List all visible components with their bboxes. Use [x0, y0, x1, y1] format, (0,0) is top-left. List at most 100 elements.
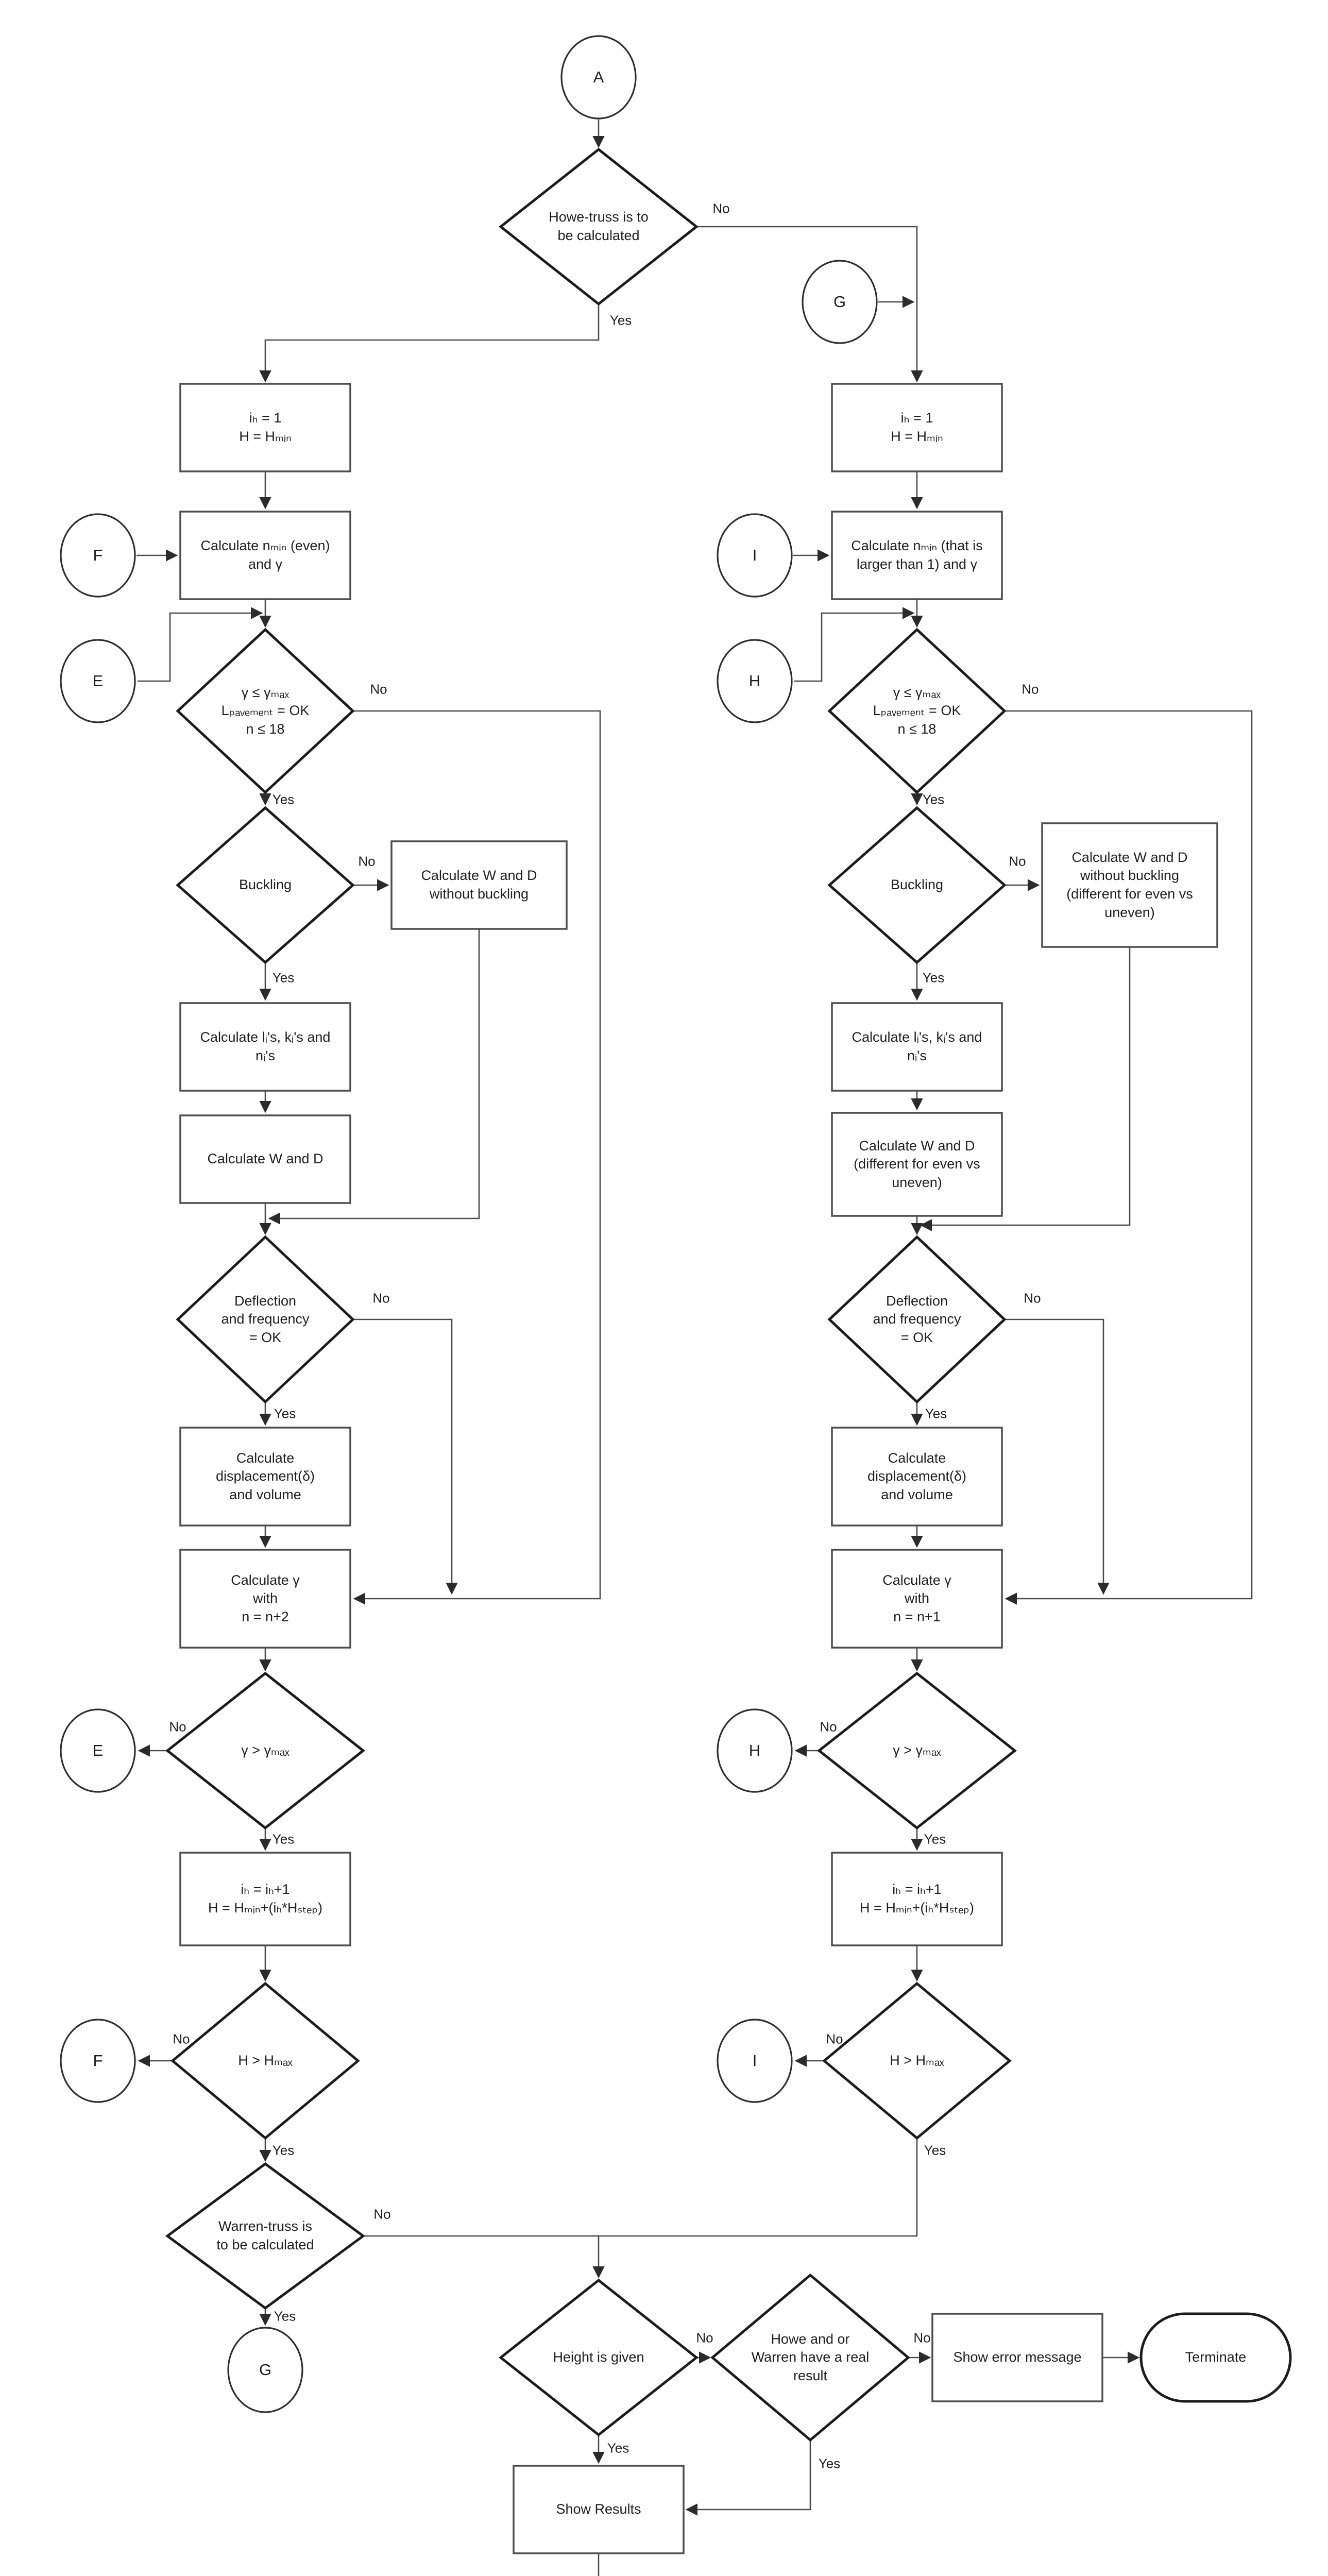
box-right-calc-wd: [831, 1112, 1003, 1217]
connector-i-label: I: [752, 546, 757, 564]
decision-diamonds: [165, 147, 1017, 2442]
box-right-increment: [831, 1852, 1003, 1946]
connector-a-label: A: [593, 67, 604, 86]
connector-h2-label: H: [748, 1741, 761, 1759]
connector-g-right-label: G: [833, 292, 846, 311]
edge-label-r-hmax-no: No: [826, 2031, 843, 2047]
diamond-right-hmax: [822, 1981, 1012, 2140]
box-show-error: [931, 2313, 1103, 2402]
decision-left-gamma-check: γ ≤ γₘₐₓ Lₚₐᵥₑₘₑₙₜ = OK n ≤ 18: [221, 684, 310, 737]
terminators: [1139, 2312, 1292, 2403]
diamond-warren: [165, 2162, 366, 2310]
edge-h-join: [794, 607, 915, 682]
circle-a: [560, 35, 637, 120]
box-right-init: [831, 383, 1003, 472]
box-left-calc-lkn: [179, 1002, 351, 1092]
connector-g2-label: G: [259, 2360, 272, 2379]
process-left-wd-no-buckling: Calculate W and D without buckling: [421, 868, 537, 902]
decision-left-gamma-max: γ > γₘₐₓ: [241, 1742, 290, 1758]
edge-label-l-gcheck-no: No: [370, 681, 387, 697]
diamond-howe: [498, 147, 699, 306]
process-right-init: iₕ = 1 H = Hₘᵢₙ: [891, 410, 943, 444]
process-left-increment: iₕ = iₕ+1 H = Hₘᵢₙ+(iₕ*Hₛₜₑₚ): [208, 1882, 322, 1916]
edge-l-defl-no: [353, 1318, 458, 1595]
edge-result-yes: [685, 2440, 811, 2516]
edge-label-r-defl-yes: Yes: [925, 1405, 947, 1421]
edge-label-l-gmax-no: No: [169, 1719, 186, 1735]
decision-right-gamma-check: γ ≤ γₘₐₓ Lₚₐᵥₑₘₑₙₜ = OK n ≤ 18: [873, 684, 961, 737]
circle-f2: [60, 2019, 136, 2103]
connector-e-label: E: [92, 671, 104, 690]
terminator-right-label: Terminate: [1185, 2349, 1247, 2365]
diamond-right-buckling: [827, 806, 1007, 964]
circle-i2: [717, 2019, 793, 2103]
process-left-calc-wd: Calculate W and D: [207, 1151, 324, 1167]
box-left-wd-no-buckling: [390, 840, 568, 930]
diamond-right-deflection: [827, 1235, 1007, 1404]
process-right-calc-gamma: Calculate γ with n = n+1: [882, 1572, 951, 1624]
edge-label-warren-yes: Yes: [274, 2308, 296, 2324]
edge-label-howe-no: No: [712, 200, 730, 216]
edge-label-l-gcheck-yes: Yes: [272, 791, 295, 807]
decision-left-deflection: Deflection and frequency = OK: [221, 1293, 310, 1345]
decision-warren: Warren-truss is to be calculated: [216, 2218, 314, 2252]
edge-label-height-no: No: [696, 2330, 713, 2346]
edge-l-gcheck-no-loop: [353, 710, 601, 1605]
edge-label-warren-no: No: [373, 2206, 391, 2222]
process-right-increment: iₕ = iₕ+1 H = Hₘᵢₙ+(iₕ*Hₛₜₑₚ): [860, 1882, 974, 1916]
circle-h2: [717, 1708, 793, 1793]
decision-left-hmax: H > Hₘₐₓ: [238, 2053, 293, 2069]
process-left-calc-disp: Calculate displacement(δ) and volume: [215, 1450, 315, 1502]
process-right-calc-nmin: Calculate nₘᵢₙ (that is larger than 1) a…: [851, 538, 983, 572]
process-right-calc-lkn: Calculate lᵢ's, kᵢ's and nᵢ's: [852, 1029, 982, 1063]
process-left-calc-nmin: Calculate nₘᵢₙ (even) and γ: [200, 538, 330, 572]
box-left-calc-wd: [179, 1114, 351, 1204]
diamond-result-real: [710, 2273, 910, 2442]
connector-circles: [60, 35, 878, 2413]
diamond-right-gamma-max: [816, 1671, 1017, 1830]
box-right-wd-no-buckling: [1041, 822, 1218, 948]
edge-label-r-hmax-yes: Yes: [924, 2142, 946, 2158]
edge-e-join: [138, 607, 263, 682]
circle-e: [60, 639, 136, 723]
edge-label-r-defl-no: No: [1024, 1290, 1041, 1306]
edge-r-nobuck-bypass: [920, 947, 1131, 1231]
edge-label-l-hmax-no: No: [173, 2031, 190, 2047]
edge-label-height-yes: Yes: [607, 2440, 629, 2456]
diamond-left-gamma-check: [176, 628, 355, 794]
diamond-left-hmax: [171, 1981, 360, 2140]
connector-h-label: H: [748, 671, 761, 690]
edge-howe-no: [696, 226, 923, 383]
edge-label-l-gmax-yes: Yes: [272, 1831, 295, 1847]
edge-label-r-gmax-no: No: [820, 1719, 837, 1735]
decision-left-buckling: Buckling: [239, 877, 292, 893]
edge-label-l-defl-no: No: [372, 1290, 390, 1306]
flow-edges: [137, 120, 1253, 2576]
process-left-init: iₕ = 1 H = Hₘᵢₙ: [239, 410, 292, 444]
process-left-calc-lkn: Calculate lᵢ's, kᵢ's and nᵢ's: [200, 1029, 331, 1063]
edge-label-result-yes: Yes: [818, 2455, 841, 2471]
circle-g-right: [802, 260, 878, 344]
process-left-calc-gamma: Calculate γ with n = n+2: [231, 1572, 300, 1624]
edge-label-l-buck-yes: Yes: [272, 970, 295, 986]
box-left-calc-nmin: [179, 511, 351, 600]
process-right-wd-no-buckling: Calculate W and D without buckling (diff…: [1066, 849, 1193, 920]
decision-height-given: Height is given: [553, 2349, 644, 2365]
circle-g2: [227, 2327, 303, 2413]
decision-right-hmax: H > Hₘₐₓ: [890, 2053, 944, 2069]
decision-howe: Howe-truss is to be calculated: [549, 209, 649, 243]
diamond-height-given: [498, 2278, 699, 2437]
connector-f2-label: F: [93, 2051, 103, 2070]
edge-label-r-gcheck-yes: Yes: [922, 791, 945, 807]
terminator-right: [1139, 2312, 1292, 2403]
circle-h: [717, 639, 793, 723]
edge-label-r-gcheck-no: No: [1021, 681, 1039, 697]
diamond-right-gamma-check: [827, 628, 1007, 794]
connector-e2-label: E: [92, 1741, 104, 1759]
decision-right-buckling: Buckling: [890, 877, 944, 893]
box-right-calc-nmin: [831, 511, 1003, 600]
edge-label-l-buck-no: No: [358, 853, 376, 869]
connector-i2-label: I: [752, 2051, 757, 2070]
